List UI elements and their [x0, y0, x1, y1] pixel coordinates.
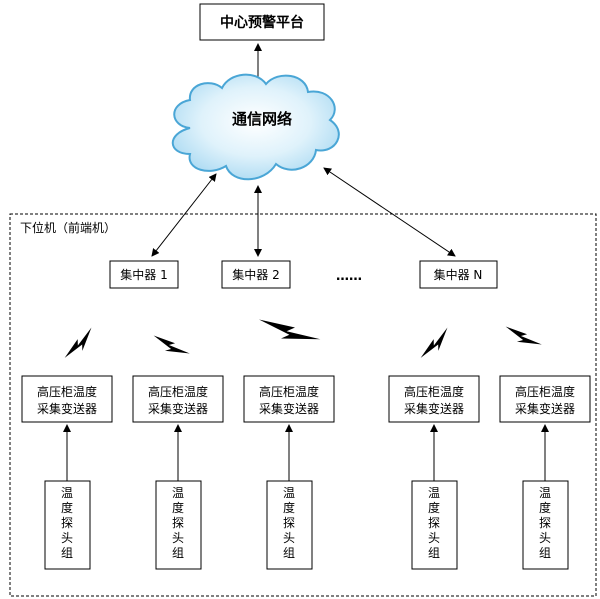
hub-2-box: 集中器 2 — [221, 260, 291, 289]
probe-char: 温 — [428, 486, 440, 500]
probe-char: 头 — [283, 531, 295, 545]
probe-char: 探 — [539, 516, 551, 530]
probe-char: 组 — [539, 546, 551, 560]
transmitter-box — [499, 375, 591, 423]
probe-char: 探 — [428, 516, 440, 530]
hub-1-box: 集中器 1 — [109, 260, 179, 289]
probe-char: 头 — [61, 531, 73, 545]
probe-char: 头 — [428, 531, 440, 545]
probe-box — [522, 480, 569, 570]
column-5: 高压柜温度 采集变送器 温 度 探 头 组 — [499, 375, 591, 570]
probe-char: 温 — [172, 486, 184, 500]
transmitter-line1: 高压柜温度 — [404, 384, 464, 399]
probe-char: 度 — [172, 500, 184, 515]
transmitter-line2: 采集变送器 — [404, 401, 464, 416]
probe-char: 组 — [283, 546, 295, 560]
transmitter-line2: 采集变送器 — [515, 401, 575, 416]
probe-char: 头 — [172, 531, 184, 545]
probe-char: 温 — [539, 486, 551, 500]
wireless-icon-4 — [420, 327, 448, 358]
probe-char: 度 — [539, 500, 551, 515]
wireless-icon-1 — [64, 327, 92, 358]
transmitter-line1: 高压柜温度 — [259, 384, 319, 399]
network-hubn-arrow — [323, 167, 456, 257]
wireless-icon-5 — [505, 326, 542, 345]
center-platform-label: 中心预警平台 — [220, 14, 304, 31]
hub-1-label: 集中器 1 — [120, 267, 167, 282]
probe-char: 组 — [61, 546, 73, 560]
transmitter-line1: 高压柜温度 — [515, 384, 575, 399]
probe-char: 组 — [428, 546, 440, 560]
probe-char: 温 — [283, 486, 295, 500]
transmitter-columns: 高压柜温度 采集变送器 温 度 探 头 组 高压柜温度 采集变送器 温 度 探 … — [21, 375, 591, 570]
transmitter-line2: 采集变送器 — [148, 401, 208, 416]
probe-char: 度 — [283, 500, 295, 515]
transmitter-box — [21, 375, 113, 423]
network-cloud: 通信网络 — [171, 73, 340, 181]
probe-box — [155, 480, 202, 570]
probe-box — [411, 480, 458, 570]
wireless-icon-3 — [258, 319, 321, 340]
transmitter-line2: 采集变送器 — [259, 401, 319, 416]
lower-unit-label: 下位机（前端机） — [20, 220, 116, 235]
wireless-icon-2 — [153, 335, 190, 354]
probe-char: 组 — [172, 546, 184, 560]
transmitter-box — [243, 375, 335, 423]
network-hub1-arrow — [151, 173, 217, 257]
probe-char: 头 — [539, 531, 551, 545]
hub-2-label: 集中器 2 — [232, 267, 279, 282]
lower-unit-dashed-border — [9, 213, 597, 597]
hub-n-label: 集中器 N — [434, 267, 483, 282]
probe-char: 度 — [61, 500, 73, 515]
hub-ellipsis: …… — [336, 269, 362, 284]
probe-box — [44, 480, 91, 570]
probe-box — [266, 480, 313, 570]
column-3: 高压柜温度 采集变送器 温 度 探 头 组 — [243, 375, 335, 570]
hub-n-box: 集中器 N — [419, 260, 498, 289]
probe-char: 探 — [172, 516, 184, 530]
transmitter-line2: 采集变送器 — [37, 401, 97, 416]
transmitter-line1: 高压柜温度 — [148, 384, 208, 399]
center-platform-box: 中心预警平台 — [199, 3, 325, 41]
transmitter-box — [388, 375, 480, 423]
transmitter-box — [132, 375, 224, 423]
network-label: 通信网络 — [232, 110, 292, 128]
transmitter-line1: 高压柜温度 — [37, 384, 97, 399]
probe-char: 探 — [283, 516, 295, 530]
column-2: 高压柜温度 采集变送器 温 度 探 头 组 — [132, 375, 224, 570]
probe-char: 温 — [61, 486, 73, 500]
column-1: 高压柜温度 采集变送器 温 度 探 头 组 — [21, 375, 113, 570]
probe-char: 度 — [428, 500, 440, 515]
column-4: 高压柜温度 采集变送器 温 度 探 头 组 — [388, 375, 480, 570]
probe-char: 探 — [61, 516, 73, 530]
